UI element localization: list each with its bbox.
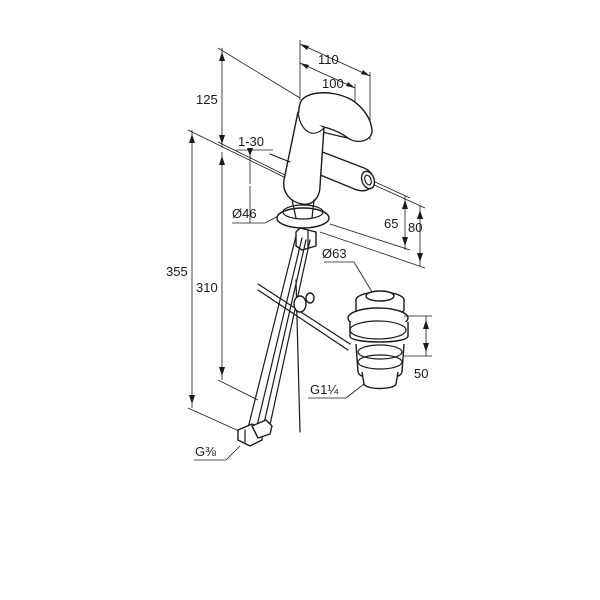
dim-label-80: 80 xyxy=(408,220,422,235)
dim-label-125: 125 xyxy=(196,92,218,107)
faucet-body xyxy=(269,92,376,251)
dim-label-g3-8: G⅜ xyxy=(195,444,216,459)
dim-label-100: 100 xyxy=(322,76,344,91)
dim-label-g1-1-4: G1¼ xyxy=(310,382,338,397)
dimension-310 xyxy=(217,152,259,401)
dimension-50 xyxy=(404,315,432,357)
dim-label-110: 110 xyxy=(318,52,339,67)
dim-label-50: 50 xyxy=(414,366,428,381)
dim-label-65: 65 xyxy=(384,216,398,231)
dim-label-355: 355 xyxy=(166,264,188,279)
hose-connectors xyxy=(237,419,273,447)
dim-label-1-30: 1-30 xyxy=(238,134,264,149)
dimension-g1-1-4 xyxy=(308,383,365,399)
dimension-100 xyxy=(299,62,356,115)
dimension-g3-8 xyxy=(194,445,241,461)
dim-label-dia-63: Ø63 xyxy=(322,246,347,261)
dimension-80 xyxy=(319,183,426,269)
supply-hoses xyxy=(247,235,311,435)
dim-label-dia-46: Ø46 xyxy=(232,206,257,221)
dimension-125 xyxy=(217,47,301,176)
popup-linkage xyxy=(257,283,351,351)
dimension-110 xyxy=(299,40,371,140)
dimension-dia-63 xyxy=(324,261,373,293)
dim-label-310: 310 xyxy=(196,280,218,295)
dimension-65 xyxy=(329,181,411,251)
waste-valve xyxy=(347,290,409,390)
